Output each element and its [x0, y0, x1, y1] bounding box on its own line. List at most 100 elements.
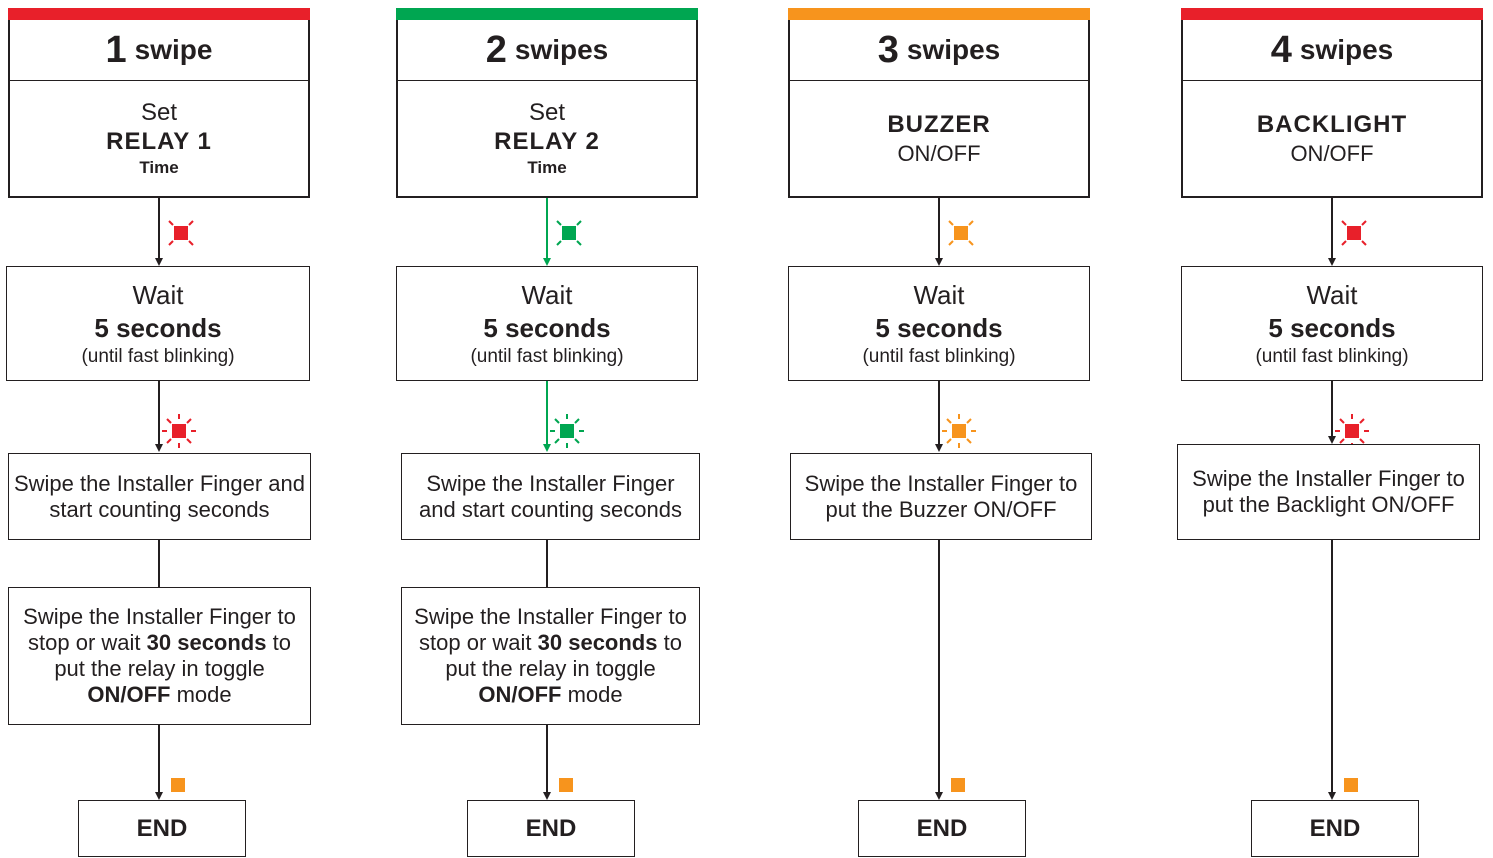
arrow-header-to-wait-head — [543, 258, 551, 266]
led-indicator-2-rays — [556, 220, 582, 246]
wait-note: (until fast blinking) — [470, 345, 624, 367]
end-box: END — [858, 800, 1026, 857]
led-indicator-3 — [954, 226, 968, 240]
led-end-3 — [951, 778, 965, 792]
header-relay-name: RELAY 2 — [494, 127, 600, 155]
header-time-label: Time — [527, 157, 567, 177]
led-fast-blink-3 — [952, 424, 966, 438]
header-set-label: Set — [140, 98, 178, 126]
arrow-to-end-head — [935, 792, 943, 800]
wait-duration: 5 seconds — [483, 312, 611, 343]
arrow-header-to-wait — [546, 198, 548, 259]
led-indicator-1 — [174, 226, 188, 240]
swipe-stop-text: Swipe the Installer Finger to stop or wa… — [13, 604, 306, 708]
arrow-to-end — [938, 540, 940, 793]
swipe-word: swipe — [134, 34, 213, 65]
swipe-word: swipes — [1299, 34, 1394, 65]
arrow-wait-to-swipe-head — [155, 444, 163, 452]
wait-note: (until fast blinking) — [862, 345, 1016, 367]
arrow-to-end — [546, 725, 548, 793]
end-box: END — [78, 800, 246, 857]
swipe-stop-box: Swipe the Installer Finger to stop or wa… — [401, 587, 700, 725]
led-end-1 — [171, 778, 185, 792]
led-indicator-2 — [562, 226, 576, 240]
wait-note: (until fast blinking) — [1255, 345, 1409, 367]
plain-text: to put the relay in toggle — [54, 630, 291, 681]
connector-line — [158, 540, 160, 587]
arrow-wait-to-swipe — [1331, 381, 1333, 437]
arrow-to-end — [158, 725, 160, 793]
arrow-to-end-head — [155, 792, 163, 800]
arrow-wait-to-swipe-head — [543, 444, 551, 452]
emphasis-text: 30 seconds — [537, 630, 658, 655]
emphasis-text: ON/OFF — [478, 682, 562, 707]
arrow-to-end-head — [543, 792, 551, 800]
swipe-instruction-box: Swipe the Installer Finger and start cou… — [401, 453, 700, 540]
swipe-word: swipes — [514, 34, 609, 65]
led-fast-blink-4 — [1345, 424, 1359, 438]
led-end-2 — [559, 778, 573, 792]
arrow-wait-to-swipe — [158, 381, 160, 445]
emphasis-text: ON/OFF — [87, 682, 171, 707]
swipe-stop-box: Swipe the Installer Finger to stop or wa… — [8, 587, 311, 725]
header-time-label: Time — [139, 157, 179, 177]
led-indicator-1-rays — [168, 220, 194, 246]
led-indicator-4-rays — [1341, 220, 1367, 246]
header-color-bar — [788, 8, 1090, 20]
emphasis-text: 30 seconds — [146, 630, 267, 655]
arrow-header-to-wait-head — [1328, 258, 1336, 266]
wait-label: Wait — [1306, 279, 1358, 310]
arrow-wait-to-swipe — [938, 381, 940, 445]
arrow-to-end-head — [1328, 792, 1336, 800]
wait-label: Wait — [913, 279, 965, 310]
end-box: END — [467, 800, 635, 857]
arrow-wait-to-swipe-head — [1328, 436, 1336, 444]
led-fast-blink-1-rays — [162, 414, 196, 448]
header-color-bar — [8, 8, 310, 20]
arrow-wait-to-swipe — [546, 381, 548, 445]
header-function-name: BUZZER — [887, 110, 991, 138]
header-onoff-label: ON/OFF — [1290, 140, 1374, 166]
led-indicator-4 — [1347, 226, 1361, 240]
arrow-header-to-wait-head — [935, 258, 943, 266]
header-function-name: BACKLIGHT — [1256, 110, 1408, 138]
led-fast-blink-1 — [172, 424, 186, 438]
swipe-stop-text: Swipe the Installer Finger to stop or wa… — [406, 604, 695, 708]
wait-label: Wait — [132, 279, 184, 310]
header-color-bar — [396, 8, 698, 20]
plain-text: Swipe the Installer Finger to stop or wa… — [23, 604, 296, 655]
swipe-count: 4 — [1270, 28, 1292, 71]
wait-duration: 5 seconds — [875, 312, 1003, 343]
wait-duration: 5 seconds — [94, 312, 222, 343]
header-relay-name: RELAY 1 — [106, 127, 212, 155]
arrow-to-end — [1331, 540, 1333, 793]
swipe-instruction-box: Swipe the Installer Finger and start cou… — [8, 453, 311, 540]
swipe-instruction-box: Swipe the Installer Finger to put the Bu… — [790, 453, 1092, 540]
header-color-bar — [1181, 8, 1483, 20]
wait-duration: 5 seconds — [1268, 312, 1396, 343]
wait-label: Wait — [521, 279, 573, 310]
swipe-instruction-box: Swipe the Installer Finger to put the Ba… — [1177, 444, 1480, 540]
led-fast-blink-3-rays — [942, 414, 976, 448]
swipe-count: 3 — [877, 28, 899, 71]
led-fast-blink-4-rays — [1335, 414, 1369, 448]
arrow-header-to-wait — [938, 198, 940, 259]
arrow-wait-to-swipe-head — [935, 444, 943, 452]
swipe-count: 2 — [485, 28, 507, 71]
plain-text: to put the relay in toggle — [445, 630, 682, 681]
header-set-label: Set — [528, 98, 566, 126]
